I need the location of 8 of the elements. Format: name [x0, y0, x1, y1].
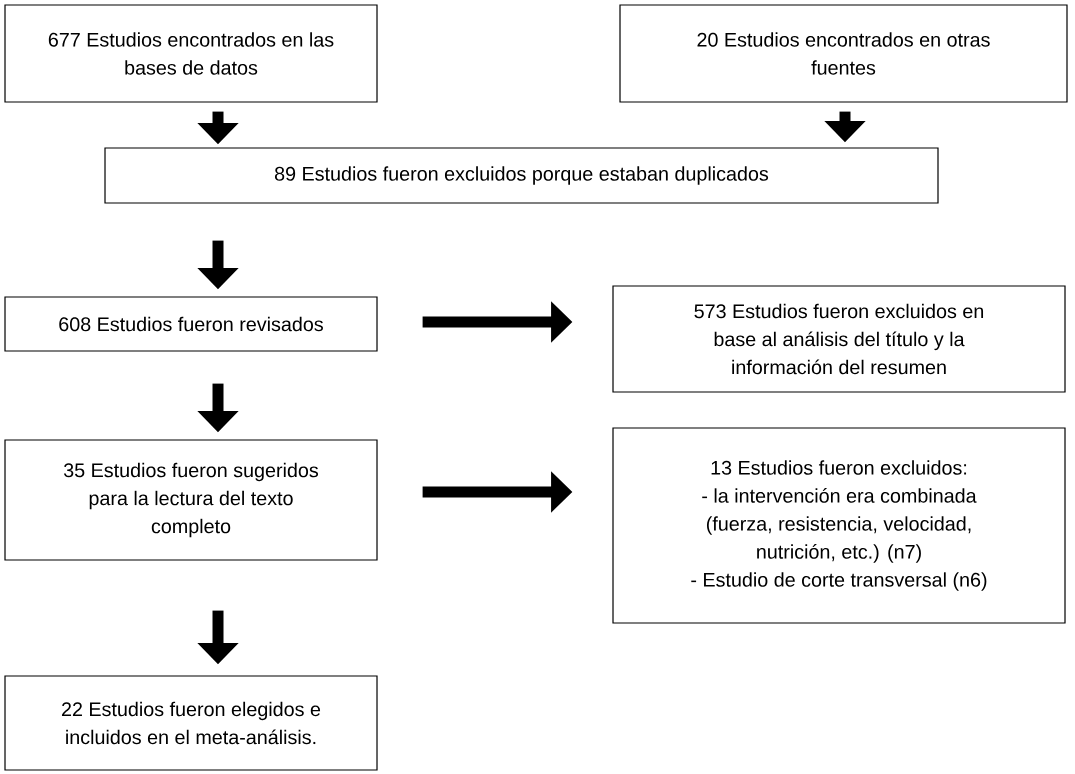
- process-box: 35 Estudios fueron sugeridos para la lectura del texto completo: [4, 439, 378, 561]
- process-box: 677 Estudios encontrados en las bases de datos: [4, 4, 378, 103]
- process-box: 22 Estudios fueron elegidos e incluidos en el meta-análisis.: [4, 675, 378, 771]
- process-box: 89 Estudios fueron excluidos porque estaban duplicados: [104, 147, 939, 204]
- process-box: 13 Estudios fueron excluidos: - la intervención era combinada (fuerza, resistencia, velocidad, nutrición, etc.) (n7) - Estudio de corte transversal (n6): [612, 427, 1066, 624]
- process-box: 20 Estudios encontrados en otras fuentes: [619, 4, 1068, 103]
- process-box: 573 Estudios fueron excluidos en base al análisis del título y la información del resumen: [612, 285, 1066, 393]
- process-box: 608 Estudios fueron revisados: [4, 296, 378, 352]
